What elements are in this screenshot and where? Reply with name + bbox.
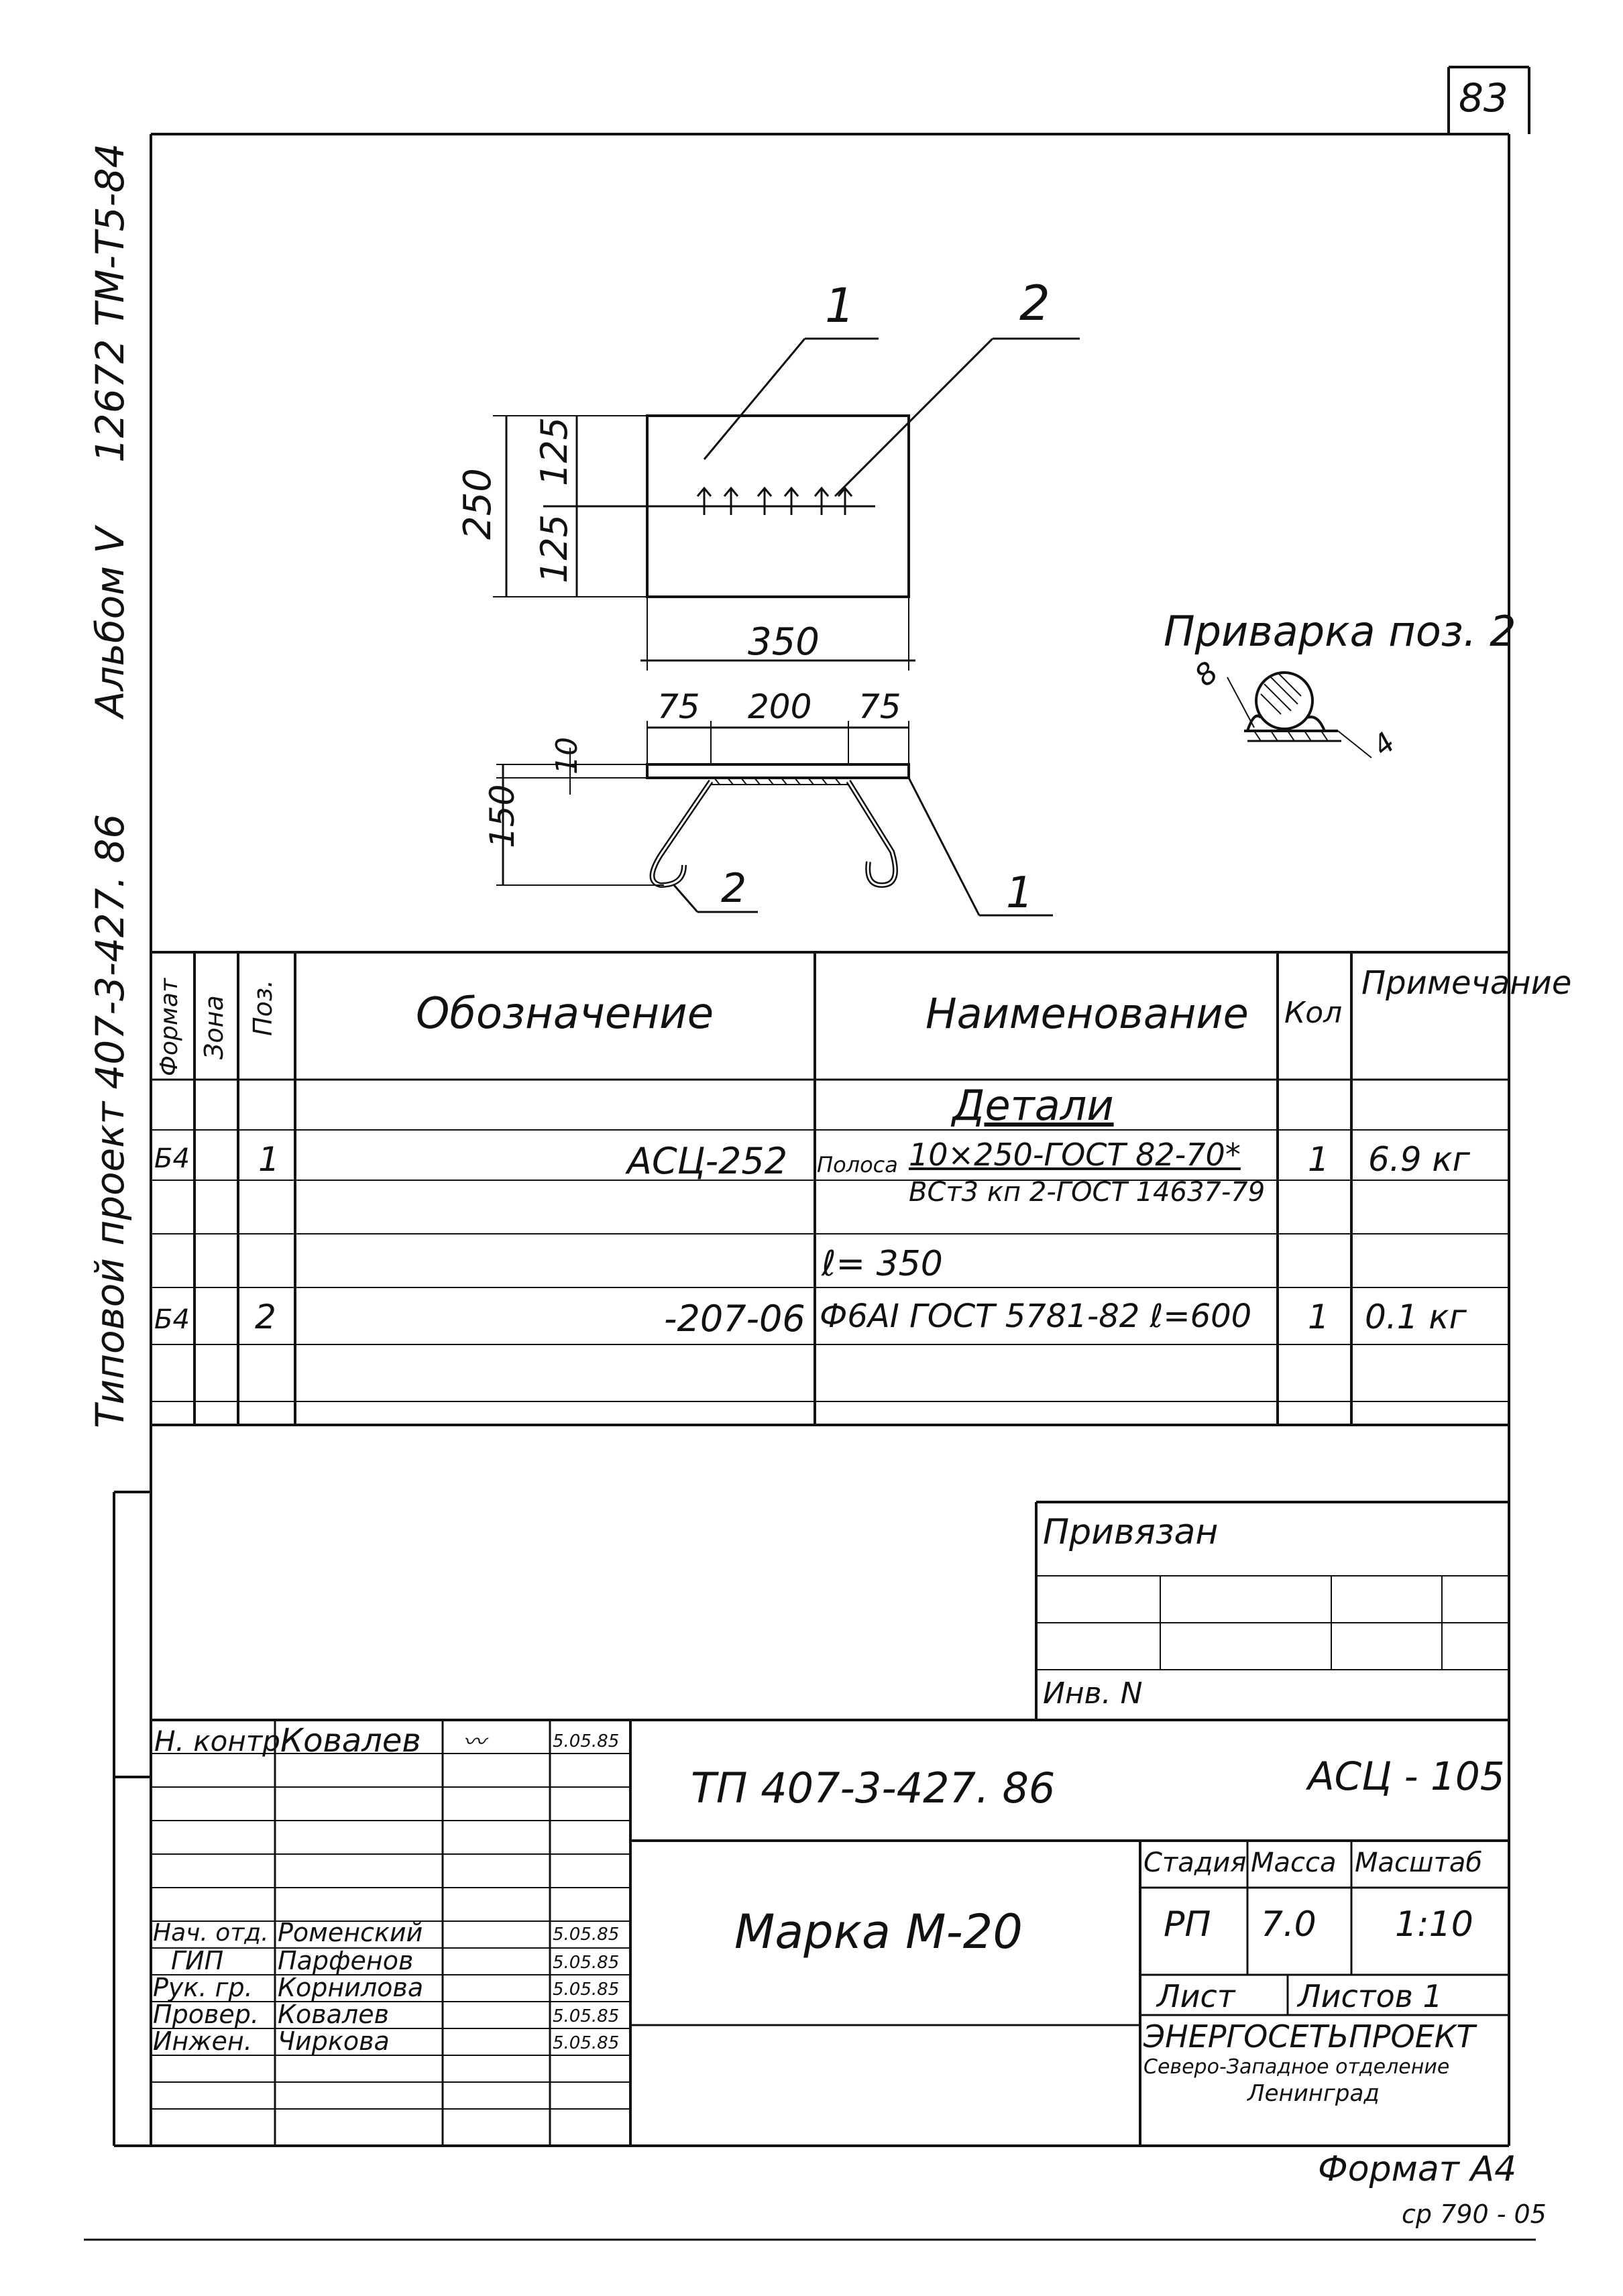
stage-value: РП	[1164, 1904, 1211, 1945]
sig-name-2: Парфенов	[278, 1946, 414, 1975]
sheets-label: Листов 1	[1298, 1978, 1443, 2014]
dim-right: 75	[858, 687, 901, 726]
callout-1-plan: 1	[825, 278, 855, 333]
sig-name-1: Роменский	[278, 1918, 423, 1947]
side-project: Типовой проект 407-3-427. 86	[87, 813, 133, 1428]
sig-role-1: Нач. отд.	[153, 1919, 269, 1947]
sig-date-5: 5.05.85	[553, 2033, 620, 2053]
header-name: Наименование	[926, 989, 1249, 1038]
mass-label: Масса	[1251, 1847, 1337, 1878]
doc-code: ТП 407-3-427. 86	[691, 1764, 1056, 1813]
weld-title: Приварка поз. 2	[1164, 607, 1516, 656]
row1-designation: АСЦ-252	[627, 1140, 788, 1182]
sig-date-0: 5.05.85	[553, 1731, 620, 1752]
sig-name-0: Ковалев	[280, 1722, 421, 1760]
scale-value: 1:10	[1395, 1904, 1473, 1945]
callout-1-section: 1	[1006, 868, 1033, 918]
sig-role-0: Н. контр.	[154, 1725, 290, 1758]
sheet-label: Лист	[1157, 1978, 1235, 2014]
row1-length: ℓ= 350	[822, 1244, 943, 1284]
row1-name-line1: 10×250-ГОСТ 82-70*	[909, 1137, 1241, 1173]
header-format: Формат	[156, 978, 183, 1076]
dim-width: 350	[748, 620, 820, 664]
scale-label: Масштаб	[1355, 1847, 1483, 1878]
format-label: Формат А4	[1318, 2149, 1517, 2189]
sig-name-4: Ковалев	[278, 2000, 389, 2029]
dim-left: 75	[657, 687, 700, 726]
header-qty: Кол	[1284, 996, 1343, 1030]
header-note: Примечание	[1361, 964, 1572, 1002]
drawing-name: Марка М-20	[734, 1904, 1023, 1959]
row1-qty: 1	[1308, 1140, 1329, 1179]
dim-section-height: 150	[483, 784, 522, 848]
binding-title: Привязан	[1043, 1512, 1219, 1552]
sig-date-4: 5.05.85	[553, 2006, 620, 2026]
mass-value: 7.0	[1261, 1904, 1317, 1945]
stage-label: Стадия	[1143, 1847, 1247, 1878]
row1-pos: 1	[258, 1140, 280, 1179]
sig-role-3: Рук. гр.	[153, 1973, 253, 2002]
dim-height-top: 125	[533, 416, 575, 486]
dim-middle: 200	[748, 687, 812, 726]
plan-view	[493, 337, 1080, 671]
sheet-code: АСЦ - 105	[1308, 1754, 1505, 1799]
row1-format: Б4	[154, 1143, 190, 1174]
binding-inv: Инв. N	[1043, 1676, 1143, 1711]
section-title: Детали	[952, 1081, 1114, 1130]
row1-name-prefix: Полоса	[817, 1152, 898, 1178]
row1-note: 6.9 кг	[1368, 1140, 1470, 1179]
sig-role-4: Провер.	[153, 2000, 259, 2029]
row2-note: 0.1 кг	[1365, 1298, 1467, 1336]
sig-date-3: 5.05.85	[553, 1979, 620, 2000]
sheet-number: 83	[1459, 75, 1508, 121]
dim-thickness: 10	[550, 737, 584, 774]
section-view	[496, 721, 1053, 917]
row2-name: Ф6АI ГОСТ 5781-82 ℓ=600	[820, 1298, 1252, 1335]
sig-role-2: ГИП	[171, 1946, 224, 1975]
sig-role-5: Инжен.	[153, 2026, 252, 2056]
callout-2-plan: 2	[1019, 275, 1050, 331]
header-designation: Обозначение	[416, 989, 714, 1039]
sig-name-5: Чиркова	[278, 2026, 390, 2056]
callout-2-section: 2	[721, 865, 747, 912]
weld-detail	[1227, 671, 1372, 758]
sig-name-3: Корнилова	[278, 1973, 424, 2002]
side-album: Альбом V	[87, 526, 133, 718]
header-pos: Поз.	[248, 979, 278, 1036]
row1-name-line2: ВСт3 кп 2-ГОСТ 14637-79	[909, 1177, 1266, 1208]
side-code: 12672 ТМ-Т5-84	[87, 143, 133, 463]
row2-designation: -207-06	[664, 1298, 805, 1340]
row2-qty: 1	[1308, 1298, 1329, 1336]
sig-date-2: 5.05.85	[553, 1953, 620, 1973]
row2-format: Б4	[154, 1304, 190, 1335]
org-sub: Северо-Западное отделение	[1143, 2055, 1450, 2079]
footer-code: ср 790 - 05	[1402, 2199, 1547, 2229]
header-zone: Зона	[199, 995, 229, 1059]
sig-scribble-0: 〰	[463, 1729, 486, 1756]
dim-height-total: 250	[456, 468, 500, 540]
org-city: Ленинград	[1247, 2080, 1380, 2107]
org-name: ЭНЕРГОСЕТЬПРОЕКТ	[1143, 2018, 1475, 2055]
dim-height-bottom: 125	[533, 514, 575, 583]
row2-pos: 2	[255, 1298, 276, 1336]
sig-date-1: 5.05.85	[553, 1925, 620, 1945]
